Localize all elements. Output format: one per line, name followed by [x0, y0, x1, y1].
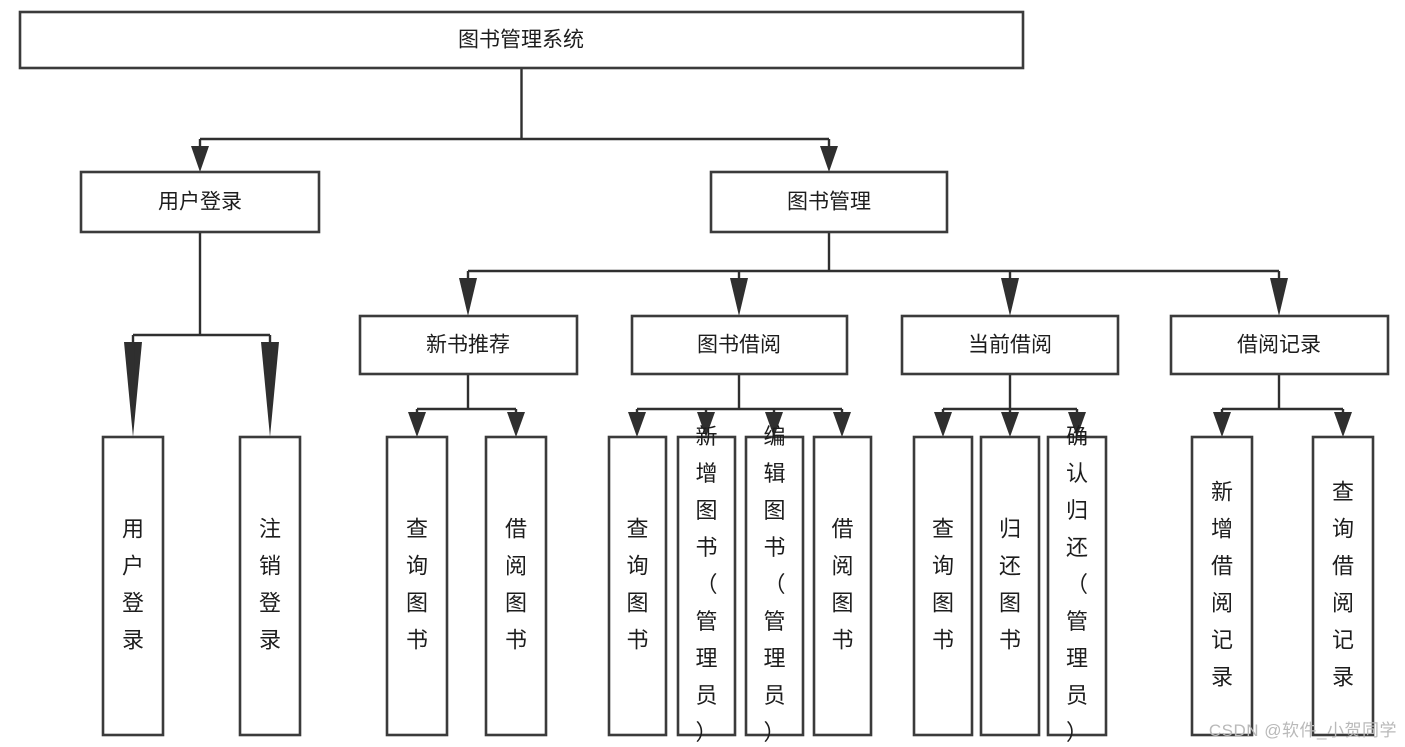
node-current-borrow-label: 当前借阅 [968, 334, 1052, 357]
node-leaf-add-borrow-record-label: 新增借阅记录 [1211, 479, 1233, 689]
node-borrow-record-box[interactable] [1169, 314, 1390, 376]
node-leaf-add-borrow-record[interactable]: 新增借阅记录 [1190, 435, 1254, 737]
connector-group-new-book-rec [408, 374, 525, 437]
node-leaf-borrow-book-box[interactable] [812, 435, 873, 737]
arrowhead-new-book-rec [459, 278, 477, 316]
arrowhead-borrow-record [1270, 278, 1288, 316]
node-leaf-query-borrow-record[interactable]: 查询借阅记录 [1311, 435, 1375, 737]
node-leaf-query-book-borrow-label: 查询图书 [626, 516, 648, 652]
node-leaf-query-book-current[interactable]: 查询图书 [912, 435, 974, 737]
node-leaf-edit-book-admin[interactable]: 编辑图书（管理员） [744, 424, 805, 745]
node-book-borrow-label: 图书借阅 [697, 334, 781, 357]
connector-group-book-borrow [628, 374, 851, 437]
node-leaf-user-logout-box[interactable] [238, 435, 302, 737]
arrowhead-leaf-return-book [1001, 412, 1019, 437]
node-leaf-query-book-rec[interactable]: 查询图书 [385, 435, 449, 737]
node-leaf-confirm-return-admin[interactable]: 确认归还（管理员） [1046, 424, 1108, 745]
node-new-book-rec[interactable]: 新书推荐 [358, 314, 579, 376]
node-current-borrow[interactable]: 当前借阅 [900, 314, 1120, 376]
node-leaf-borrow-book-rec-label: 借阅图书 [505, 516, 527, 652]
node-root-box[interactable] [18, 10, 1025, 70]
node-book-borrow-box[interactable] [630, 314, 849, 376]
node-leaf-query-book-current-box[interactable] [912, 435, 974, 737]
node-leaf-user-login[interactable]: 用户登录 [101, 435, 165, 737]
node-leaf-add-book-admin[interactable]: 新增图书（管理员） [676, 424, 737, 745]
node-leaf-borrow-book[interactable]: 借阅图书 [812, 435, 873, 737]
arrowhead-leaf-add-book-admin [697, 412, 715, 437]
node-leaf-add-borrow-record-box[interactable] [1190, 435, 1254, 737]
node-leaf-query-book-rec-label: 查询图书 [406, 516, 428, 652]
node-leaf-user-login-label: 用户登录 [122, 516, 144, 652]
node-leaf-add-book-admin-label: 新增图书（管理员） [695, 424, 717, 745]
node-leaf-user-logout[interactable]: 注销登录 [238, 435, 302, 737]
arrowhead-leaf-borrow-book [833, 412, 851, 437]
node-root[interactable]: 图书管理系统 [18, 10, 1025, 70]
node-new-book-rec-label: 新书推荐 [426, 334, 510, 357]
arrowhead-user-login [191, 146, 209, 172]
connector-group-borrow-record [1213, 374, 1352, 437]
node-leaf-user-logout-label: 注销登录 [259, 516, 281, 652]
connector-group-book-manage [459, 232, 1288, 316]
node-book-manage-box[interactable] [709, 170, 949, 234]
node-leaf-query-book-rec-box[interactable] [385, 435, 449, 737]
node-user-login-box[interactable] [79, 170, 321, 234]
arrowhead-leaf-borrow-book-rec [507, 412, 525, 437]
arrowhead-leaf-add-borrow-record [1213, 412, 1231, 437]
node-leaf-query-borrow-record-label: 查询借阅记录 [1332, 479, 1354, 689]
connector-group-user-login [124, 232, 279, 437]
arrowhead-leaf-edit-book-admin [765, 412, 783, 437]
arrowhead-leaf-query-borrow-record [1334, 412, 1352, 437]
node-book-manage[interactable]: 图书管理 [709, 170, 949, 234]
node-new-book-rec-box[interactable] [358, 314, 579, 376]
node-book-manage-label: 图书管理 [787, 191, 871, 214]
arrowhead-leaf-confirm-return-admin [1068, 412, 1086, 437]
arrowhead-leaf-query-book-current [934, 412, 952, 437]
node-leaf-query-book-borrow-box[interactable] [607, 435, 668, 737]
node-book-borrow[interactable]: 图书借阅 [630, 314, 849, 376]
arrowhead-leaf-query-book-rec [408, 412, 426, 437]
node-leaf-query-book-borrow[interactable]: 查询图书 [607, 435, 668, 737]
node-user-login[interactable]: 用户登录 [79, 170, 321, 234]
connector-group-root [191, 68, 838, 172]
node-leaf-borrow-book-rec-box[interactable] [484, 435, 548, 737]
node-current-borrow-box[interactable] [900, 314, 1120, 376]
node-user-login-label: 用户登录 [158, 191, 242, 214]
leaf-node-layer: 用户登录 注销登录 查询图书 借阅图书 查询图书 新增图书（管理员） 编辑图书（管理员） 借阅… [101, 424, 1375, 745]
node-leaf-return-book-label: 归还图书 [999, 516, 1021, 652]
node-leaf-return-book-box[interactable] [979, 435, 1041, 737]
connector-group-current-borrow [934, 374, 1086, 437]
node-root-label: 图书管理系统 [458, 29, 584, 52]
node-leaf-user-login-box[interactable] [101, 435, 165, 737]
node-borrow-record-label: 借阅记录 [1237, 334, 1321, 357]
node-leaf-borrow-book-label: 借阅图书 [831, 516, 853, 652]
node-leaf-confirm-return-admin-box[interactable] [1046, 435, 1108, 737]
node-leaf-query-book-current-label: 查询图书 [932, 516, 954, 652]
node-leaf-return-book[interactable]: 归还图书 [979, 435, 1041, 737]
arrowhead-book-manage [820, 146, 838, 172]
node-leaf-add-book-admin-box[interactable] [676, 435, 737, 737]
node-borrow-record[interactable]: 借阅记录 [1169, 314, 1390, 376]
node-leaf-confirm-return-admin-label: 确认归还（管理员） [1066, 424, 1088, 745]
arrowhead-book-borrow [730, 278, 748, 316]
arrowhead-current-borrow [1001, 278, 1019, 316]
node-leaf-query-borrow-record-box[interactable] [1311, 435, 1375, 737]
node-leaf-edit-book-admin-label: 编辑图书（管理员） [763, 424, 785, 745]
node-leaf-borrow-book-rec[interactable]: 借阅图书 [484, 435, 548, 737]
node-leaf-edit-book-admin-box[interactable] [744, 435, 805, 737]
arrowhead-leaf-query-book-borrow [628, 412, 646, 437]
